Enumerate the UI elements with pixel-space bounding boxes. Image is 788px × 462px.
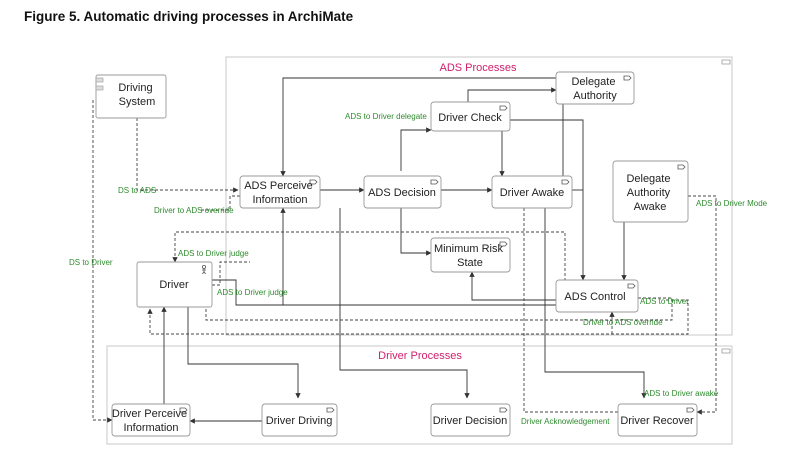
node-driver-driving[interactable]: Driver Driving bbox=[261, 403, 338, 437]
node-driver-driving-line-1: Driver Driving bbox=[266, 415, 333, 427]
node-ads-control[interactable]: ADS Control bbox=[555, 279, 639, 313]
node-driver[interactable]: Driver bbox=[136, 261, 213, 308]
group-driver-label: Driver Processes bbox=[378, 350, 462, 362]
node-driver-awake-line-1: Driver Awake bbox=[500, 187, 565, 199]
svg-text:Driver Recover: Driver Recover bbox=[620, 415, 694, 427]
process-icon bbox=[499, 407, 508, 413]
process-icon bbox=[686, 407, 695, 413]
actor-icon bbox=[201, 264, 206, 275]
svg-text:Driving System: Driving System bbox=[118, 82, 155, 108]
node-delegate-awake-line-3: Awake bbox=[634, 201, 667, 213]
svg-text:Driver Driving: Driver Driving bbox=[266, 415, 333, 427]
node-driver-perceive-line-1: Driver Perceive bbox=[112, 408, 187, 420]
node-driver-check[interactable]: Driver Check bbox=[430, 101, 511, 132]
node-driving-system-line-1: Driving bbox=[118, 82, 152, 94]
svg-text:Driver Awake: Driver Awake bbox=[500, 187, 565, 199]
edge-label-ads-to-driver-delegate: ADS to Driver delegate bbox=[345, 112, 427, 121]
edge-label-driver-to-ads-override-bottom: Driver to ADS override bbox=[583, 318, 663, 327]
svg-text:Delegate Authority: Delegate Authority bbox=[571, 76, 618, 102]
node-delegate-authority-awake[interactable]: Delegate Authority Awake bbox=[612, 160, 689, 223]
node-driver-awake[interactable]: Driver Awake bbox=[491, 175, 573, 209]
node-driving-system-line-2: System bbox=[119, 96, 156, 108]
node-ads-decision-line-1: ADS Decision bbox=[368, 187, 436, 199]
edge-label-driver-acknowledgement: Driver Acknowledgement bbox=[521, 417, 610, 426]
edge-label-ads-to-driver-mode: ADS to Driver Mode bbox=[696, 199, 768, 208]
node-driver-check-line-1: Driver Check bbox=[438, 112, 502, 124]
process-icon bbox=[623, 75, 632, 81]
edge-label-ads-to-driver: ADS to Driver bbox=[640, 297, 689, 306]
node-ads-perceive-information[interactable]: ADS Perceive Information bbox=[239, 175, 321, 209]
node-delegate-awake-line-2: Authority bbox=[627, 187, 671, 199]
node-ads-perceive-line-2: Information bbox=[252, 194, 307, 206]
node-driver-recover-line-1: Driver Recover bbox=[620, 415, 694, 427]
figure-title: Figure 5. Automatic driving processes in… bbox=[24, 9, 354, 24]
node-delegate-authority-line-2: Authority bbox=[573, 90, 617, 102]
svg-text:Delegate Authority: Delegate Authority Awake bbox=[626, 173, 673, 213]
node-driver-decision-line-1: Driver Decision bbox=[433, 415, 508, 427]
node-driver-decision[interactable]: Driver Decision bbox=[430, 403, 511, 437]
process-icon bbox=[499, 105, 508, 111]
node-delegate-authority-line-1: Delegate bbox=[571, 76, 615, 88]
node-minimum-risk-line-2: State bbox=[457, 257, 483, 269]
edge-labels: ADS to Driver delegate DS to ADS Driver … bbox=[69, 112, 768, 426]
process-icon bbox=[499, 241, 508, 247]
svg-text:Minimum Risk State: Minimum Risk State bbox=[434, 243, 506, 269]
node-delegate-awake-line-1: Delegate bbox=[626, 173, 670, 185]
connections bbox=[92, 77, 717, 424]
process-icon bbox=[430, 179, 439, 185]
edge-label-ds-to-ads: DS to ADS bbox=[118, 186, 156, 195]
node-driver-perceive-line-2: Information bbox=[123, 422, 178, 434]
process-icon bbox=[561, 179, 570, 185]
edge-label-ads-to-driver-judge-bottom: ADS to Driver judge bbox=[217, 288, 288, 297]
svg-text:Driver Check: Driver Check bbox=[438, 112, 502, 124]
process-icon bbox=[627, 283, 636, 289]
node-driver-perceive-information[interactable]: Driver Perceive Information bbox=[111, 403, 191, 437]
group-ads-label: ADS Processes bbox=[439, 62, 517, 74]
node-ads-perceive-line-1: ADS Perceive bbox=[244, 180, 312, 192]
edge-label-ads-to-driver-judge-top: ADS to Driver judge bbox=[178, 249, 249, 258]
node-driving-system[interactable]: Driving System bbox=[95, 74, 167, 119]
edge-label-ads-to-driver-awake: ADS to Driver awake bbox=[644, 389, 719, 398]
svg-text:Driver Decision: Driver Decision bbox=[433, 415, 508, 427]
node-ads-control-line-1: ADS Control bbox=[564, 291, 625, 303]
node-minimum-risk-line-1: Minimum Risk bbox=[434, 243, 504, 255]
svg-text:Driver Perceive Informat: Driver Perceive Information bbox=[112, 408, 190, 434]
node-driver-recover[interactable]: Driver Recover bbox=[617, 403, 698, 437]
node-driver-line-1: Driver bbox=[159, 279, 189, 291]
edge-label-ds-to-driver: DS to Driver bbox=[69, 258, 113, 267]
edge-label-driver-to-ads-override: Driver to ADS override bbox=[154, 206, 234, 215]
svg-text:ADS Perceive Information: ADS Perceive Information bbox=[244, 180, 316, 206]
svg-text:ADS Decision: ADS Decision bbox=[368, 187, 436, 199]
svg-text:ADS Control: ADS Control bbox=[564, 291, 625, 303]
node-ads-decision[interactable]: ADS Decision bbox=[363, 175, 442, 209]
node-minimum-risk-state[interactable]: Minimum Risk State bbox=[430, 237, 511, 273]
svg-text:Driver: Driver bbox=[159, 279, 189, 291]
process-icon bbox=[179, 407, 188, 413]
node-delegate-authority[interactable]: Delegate Authority bbox=[555, 71, 635, 105]
process-icon bbox=[677, 164, 686, 170]
process-icon bbox=[326, 407, 335, 413]
process-icon bbox=[309, 179, 318, 185]
